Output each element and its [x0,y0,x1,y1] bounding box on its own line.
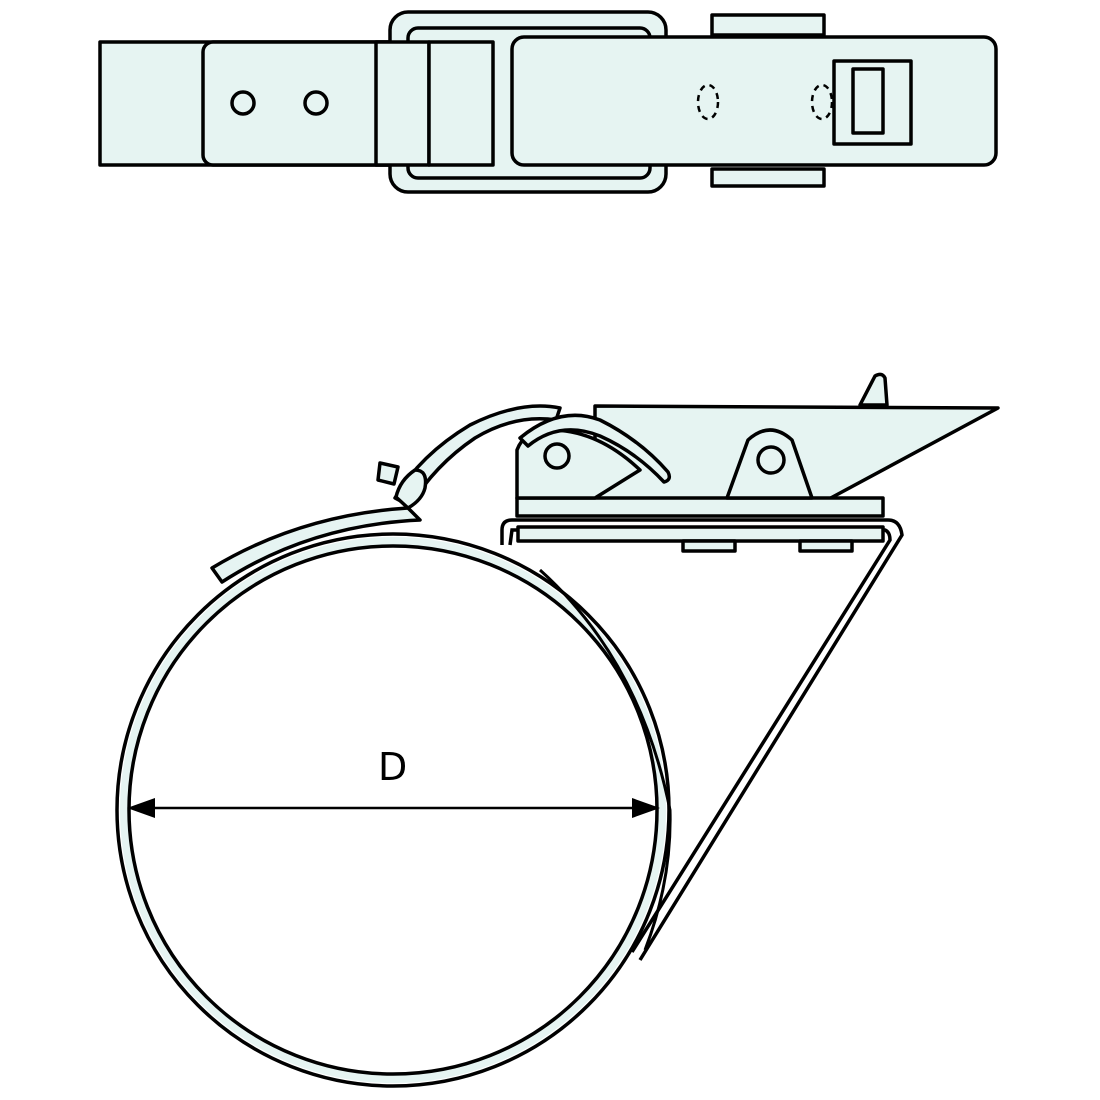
arrow-right-icon [632,798,660,818]
pivot-pin-left [543,442,571,470]
hidden-hole-1 [696,83,720,121]
band-overlap-end [210,506,422,584]
hidden-hole-2 [810,83,834,121]
latch-tab-bottom [710,167,826,188]
bail-wire-inner [508,528,892,953]
latch-slot-inner [851,67,885,135]
latch-base-plate [515,496,885,518]
latch-body [510,35,998,167]
band-tension-edge [538,568,672,951]
bail-foot-1 [681,539,737,553]
hook-tab [376,461,400,486]
latch-tab-top [710,13,826,37]
band-fill [120,537,666,1083]
arrow-left-icon [127,798,155,818]
band-inner-edge [127,544,659,1076]
rivet-hole-1 [230,90,256,116]
latch-arm [518,413,672,484]
bail-foot-2 [798,539,854,553]
hook-loop [394,468,428,510]
rivet-hole-2 [303,90,329,116]
bail-plate [516,525,885,543]
side-view: D [115,372,1000,1088]
pivot-pin-right [756,445,786,475]
top-view [98,10,998,194]
band-segment-a [374,40,431,167]
band-outer-edge [115,532,671,1088]
lever-tip [858,372,889,407]
bail-wire-outer [500,518,904,961]
dimension-label: D [378,745,407,789]
band-segment-b [427,40,495,167]
